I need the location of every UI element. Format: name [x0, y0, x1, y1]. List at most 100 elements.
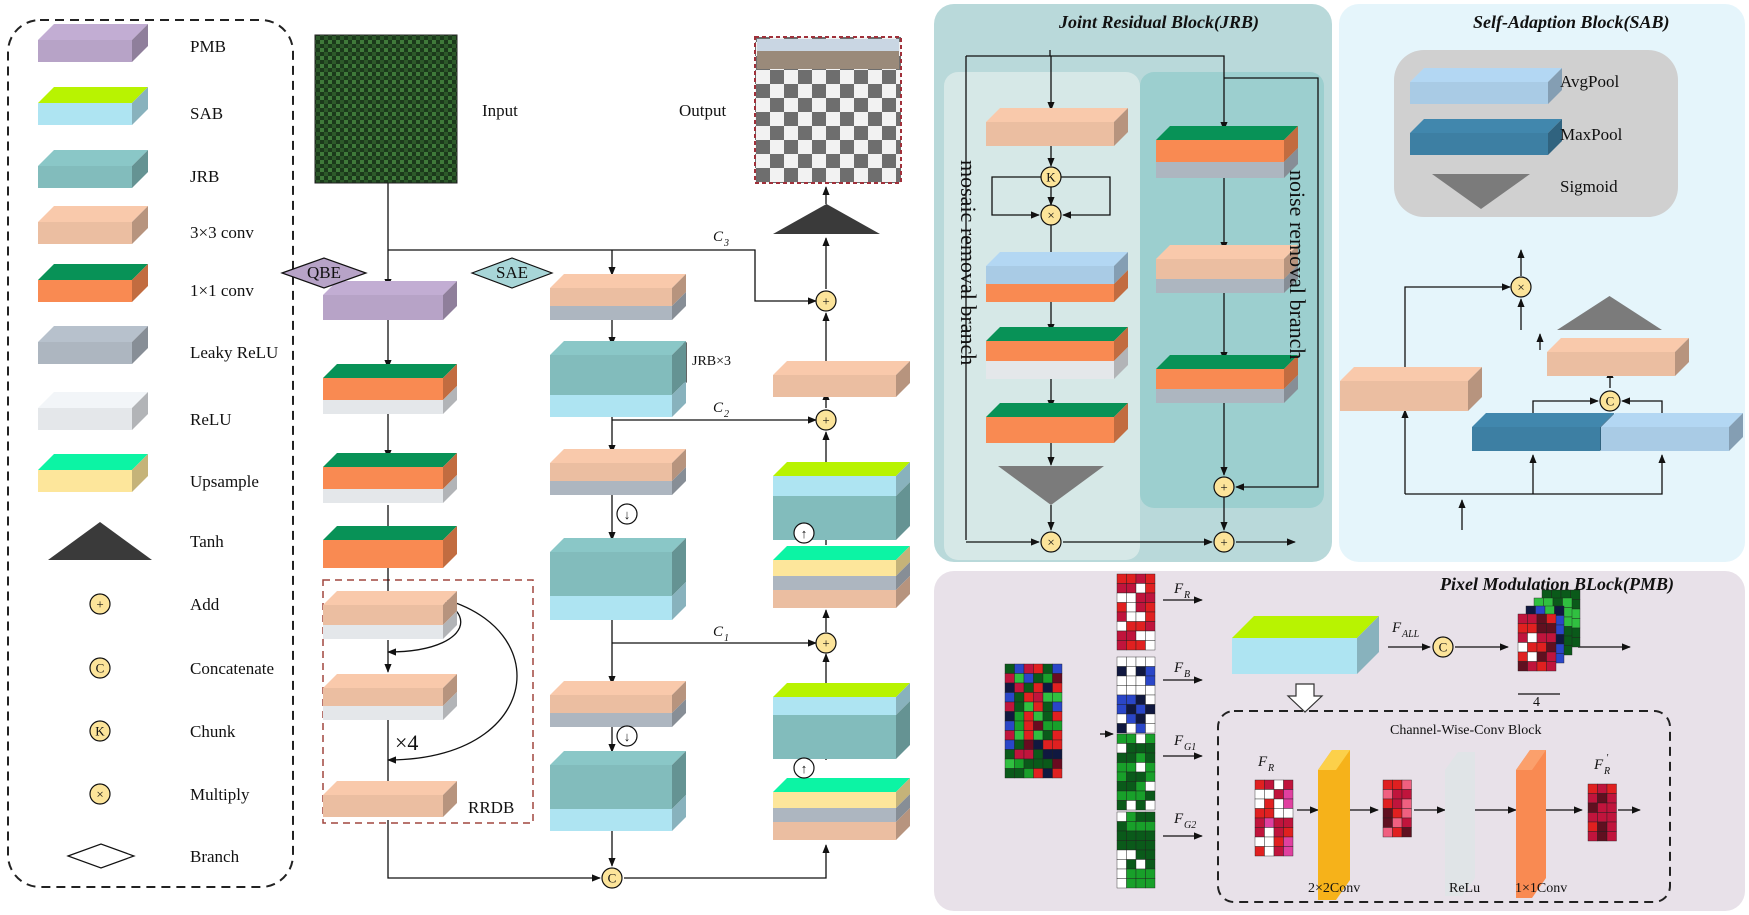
col2-conv3-b-face-1: [550, 481, 672, 495]
c3-label: C: [713, 229, 724, 245]
legend-block-relu-face-0: [38, 408, 132, 430]
c3-sub: 3: [723, 238, 729, 249]
pmb-out-stack-0-cell: [1536, 642, 1547, 653]
pmb-fr-in-grid-cell: [1254, 789, 1265, 800]
legend-block-conv1: [38, 264, 148, 302]
legend-block-conv3: [38, 206, 148, 244]
legend-block-conv1-side-0: [132, 264, 148, 302]
pmb-stripe-2-cell: [1135, 733, 1146, 744]
jrb-multiply-2: ×: [1040, 531, 1062, 553]
pmb-input-grid-cell: [1023, 711, 1034, 722]
col2-conv3-c-side-1: [672, 699, 686, 727]
col1-conv1-b-face-1: [323, 489, 443, 503]
pmb-stripe-2-cell: [1145, 800, 1156, 811]
pmb-input-grid-cell: [1023, 720, 1034, 731]
pmb-input-grid-cell: [1014, 663, 1025, 674]
pmb-title: Pixel Modulation BLock(PMB): [1439, 574, 1674, 595]
pmb-input-grid-cell: [1042, 682, 1053, 693]
pmb-input-grid-cell: [1033, 739, 1044, 750]
add-c1-circle: [815, 632, 837, 654]
jrb-multiply-1-circle: [1040, 204, 1062, 226]
pmb-out-stack-0-cell: [1517, 642, 1528, 653]
sab-conv3-b-top: [1340, 367, 1482, 381]
legend-block-upsample: [38, 454, 148, 492]
legend-block-relu: [38, 392, 148, 430]
col3-up-b-face-0: [773, 560, 896, 576]
legend-label-conv1: 1×1 conv: [190, 281, 254, 300]
fb-label: F: [1173, 660, 1184, 676]
pmb-stripe-3-cell: [1135, 830, 1146, 841]
col2-conv3-c-face-0: [550, 695, 672, 713]
jrb-n-conv1-b-side-0: [1284, 355, 1298, 389]
pmb-stripe-2-cell: [1116, 743, 1127, 754]
rrdb-conv3-b-side-0: [443, 674, 457, 706]
pmb-input-grid-cell: [1033, 692, 1044, 703]
pmb-stripe-0-cell: [1126, 621, 1137, 632]
pmb-input-grid-cell: [1052, 692, 1063, 703]
pmb-fr-in-grid-cell: [1264, 836, 1275, 847]
legend-multiply-circle: [89, 783, 111, 805]
pmb-fr-in-grid-cell: [1273, 836, 1284, 847]
pmb-stripe-3-cell: [1116, 859, 1127, 870]
pmb-stripe-2-cell: [1116, 790, 1127, 801]
pmb-stripe-2: [1116, 733, 1156, 811]
pmb-mid-grid-cell: [1392, 789, 1403, 800]
sab-multiply-circle: [1510, 276, 1532, 298]
conv2-label: 2×2Conv: [1308, 881, 1360, 896]
qbe-pmb-block-face-0: [323, 295, 443, 320]
pmb-out-stack-0-cell: [1546, 651, 1557, 662]
pmb-out-stack-0-cell: [1546, 613, 1557, 624]
pmb-stripe-2-cell: [1116, 781, 1127, 792]
sab-maxpool: [1472, 413, 1614, 451]
c1-label: C: [713, 624, 724, 640]
col3-jrb-b-top: [773, 462, 910, 476]
pmb-mid-grid: [1382, 779, 1412, 838]
connections: [384, 50, 1666, 882]
pmb-fr-out-grid-cell: [1606, 812, 1617, 823]
pmb-stripe-1-cell: [1135, 675, 1146, 686]
pmb-stripe-0-cell: [1116, 621, 1127, 632]
cwc-block: [1217, 710, 1671, 903]
pmb-fr-in-grid-cell: [1264, 779, 1275, 790]
pmb-input-grid-cell: [1023, 682, 1034, 693]
legend-block-sab: [38, 87, 148, 125]
up-a-circle: [793, 522, 815, 544]
rrdb-conv3-c: [323, 781, 457, 817]
pmb-stripe-3-cell: [1116, 878, 1127, 889]
legend-label-concat: Concatenate: [190, 659, 274, 678]
pmb-stripe-3-cell: [1116, 849, 1127, 860]
pmb-stripe-0-cell: [1126, 630, 1137, 641]
pmb-fr-out-grid-cell: [1606, 831, 1617, 842]
pmb-stripe-1-cell: [1126, 675, 1137, 686]
pmb-relu-block: [1445, 752, 1475, 896]
col3-conv3-top: [773, 361, 910, 397]
jrb-m-conv3-face-0: [986, 122, 1114, 146]
concat-main: C: [601, 867, 623, 889]
sab-maxpool-top: [1472, 413, 1614, 427]
pmb-fr-out-grid-cell: [1597, 812, 1608, 823]
col3-up-a-side-2: [896, 808, 910, 840]
pmb-input-grid-cell: [1014, 749, 1025, 760]
jrb-n-conv1-face-1: [1156, 162, 1284, 178]
operators: +CK×+++C↓↓↑↑K×+×+×CC: [89, 166, 1621, 889]
pmb-stripe-1-cell: [1145, 694, 1156, 705]
legend-add-circle: [89, 593, 111, 615]
jrb-chunk-circle: [1040, 166, 1062, 188]
pmb-stripe-1-cell: [1135, 666, 1146, 677]
jrb-m-mixed-face-0: [986, 266, 1114, 284]
pmb-stripe-1-cell: [1116, 666, 1127, 677]
jrb-m-mixed: [986, 252, 1128, 302]
pmb-input-grid-cell: [1004, 720, 1015, 731]
pmb-stripe-2-cell: [1116, 771, 1127, 782]
sab-legend-maxpool-side-0: [1548, 119, 1562, 155]
pmb-input-grid-cell: [1014, 711, 1025, 722]
pmb-sab-block: [1232, 616, 1379, 674]
col1-conv1-a-face-0: [323, 378, 443, 400]
rrdb-conv3-a-side-1: [443, 611, 457, 639]
add-c2-circle: [815, 409, 837, 431]
pmb-out-stack-0-cell: [1527, 632, 1538, 643]
pmb-stripe-0-cell: [1116, 583, 1127, 594]
pmb-stripe-0-cell: [1126, 583, 1137, 594]
col2-jrb-c-face-0: [550, 765, 672, 809]
legend-block-conv1-face-0: [38, 280, 132, 302]
